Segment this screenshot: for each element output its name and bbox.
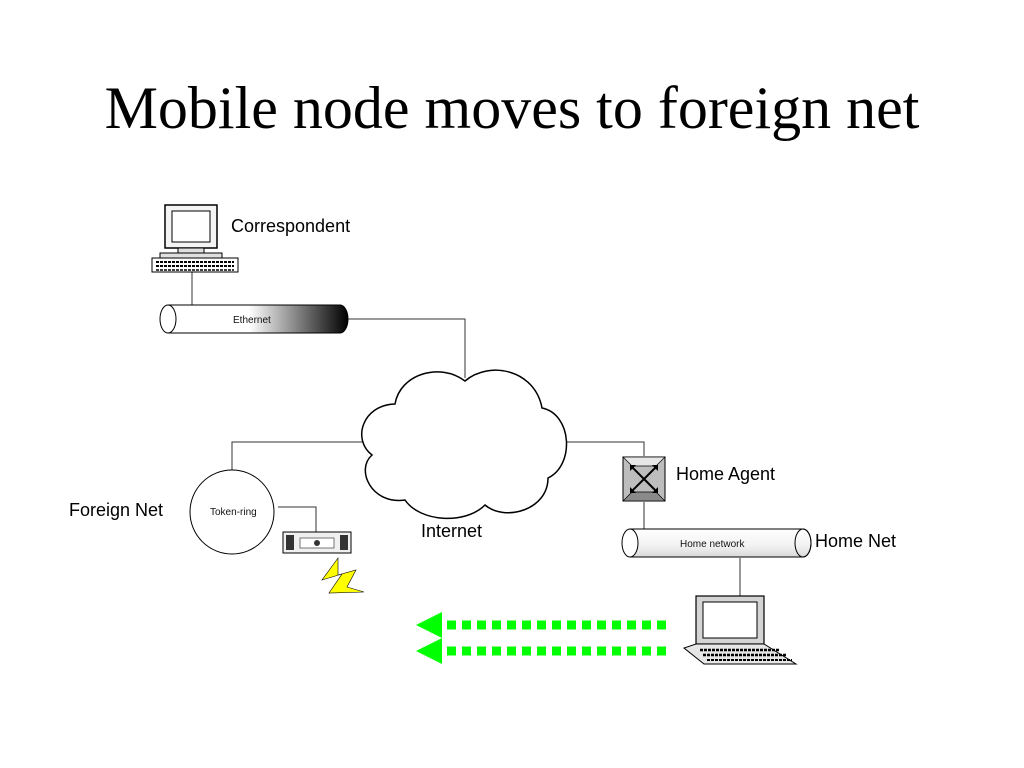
- movement-arrows: [416, 612, 666, 664]
- ethernet-segment: [159, 304, 349, 334]
- ethernet-to-internet-line: [348, 318, 466, 378]
- token-ring-to-access-point-line: [278, 506, 317, 532]
- home-agent-label: Home Agent: [676, 464, 775, 484]
- home-network-label: Home network: [680, 539, 745, 550]
- token-ring-label: Token-ring: [210, 507, 257, 518]
- lightning-icon: [321, 557, 365, 594]
- home-net-label: Home Net: [815, 531, 896, 551]
- internet-label: Internet: [421, 521, 482, 541]
- ethernet-label: Ethernet: [233, 315, 271, 326]
- foreign-net-label: Foreign Net: [69, 500, 163, 520]
- laptop-icon: [682, 595, 798, 665]
- home-network-segment: [621, 528, 812, 558]
- slide-title: Mobile node moves to foreign net: [104, 75, 920, 141]
- internet-to-home-agent-line: [565, 441, 645, 456]
- router-icon: [622, 456, 666, 502]
- token-ring-network: [189, 469, 275, 555]
- access-point-icon: [282, 531, 352, 554]
- movement-arrow-bottom: [416, 638, 666, 664]
- correspondent-label: Correspondent: [231, 216, 350, 236]
- movement-arrow-top: [416, 612, 666, 638]
- desktop-computer-icon: [151, 204, 239, 273]
- foreign-net-to-internet-line: [231, 441, 368, 472]
- internet-cloud: [361, 369, 568, 520]
